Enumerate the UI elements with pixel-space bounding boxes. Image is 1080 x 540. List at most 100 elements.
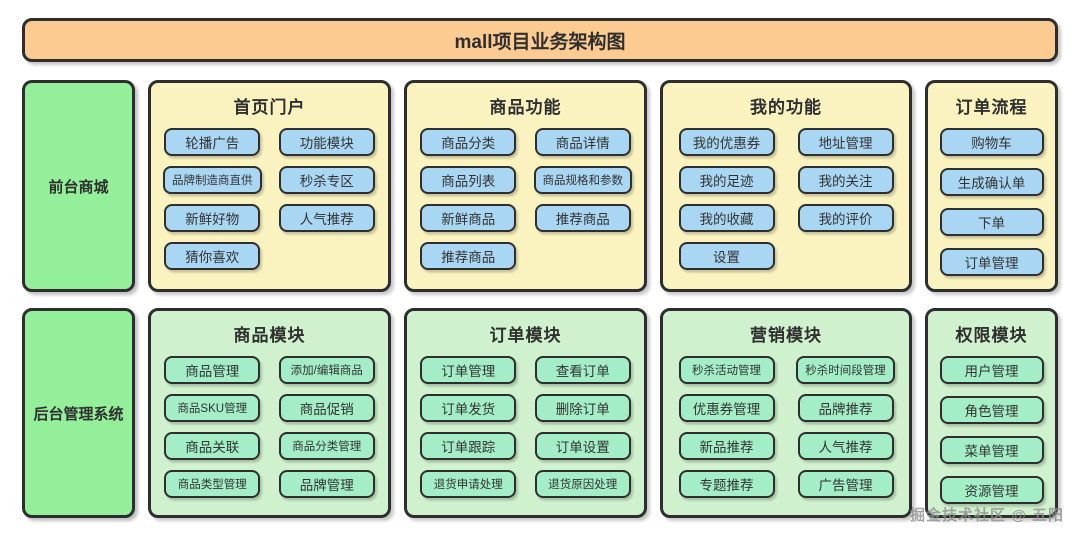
diagram-node: 生成确认单 [939,168,1044,196]
diagram-node: 商品规格和参数 [533,166,632,194]
diagram-title-banner: mall项目业务架构图 [22,18,1058,62]
diagram-node: 秒杀时间段管理 [796,356,895,384]
diagram-node: 退货原因处理 [534,470,631,498]
node-column: 商品分类商品列表新鲜商品推荐商品 [418,128,519,270]
diagram-node: 商品分类管理 [278,432,375,460]
diagram-node: 退货申请处理 [420,470,517,498]
diagram-node: 商品列表 [420,166,517,194]
diagram-node: 菜单管理 [939,436,1044,464]
diagram-node: 删除订单 [534,394,631,422]
diagram-node: 轮播广告 [164,128,261,156]
section: 商品功能商品分类商品列表新鲜商品推荐商品商品详情商品规格和参数推荐商品 [404,80,647,292]
diagram-node: 广告管理 [797,470,894,498]
diagram-node: 查看订单 [534,356,631,384]
diagram-node: 秒杀活动管理 [678,356,775,384]
diagram-node: 商品分类 [420,128,517,156]
section-title: 订单流程 [955,98,1028,117]
section-columns: 我的优惠券我的足迹我的收藏设置地址管理我的关注我的评价 [674,128,898,270]
section-title: 订单模块 [489,326,562,345]
diagram-node: 品牌管理 [278,470,375,498]
diagram-node: 添加/编辑商品 [278,356,375,384]
diagram-node: 下单 [939,208,1044,236]
diagram-node: 人气推荐 [797,432,894,460]
node-column: 秒杀时间段管理品牌推荐人气推荐广告管理 [793,356,898,498]
diagram-node: 我的评价 [797,204,894,232]
section-title: 商品功能 [489,98,562,117]
back-sections: 商品模块商品管理商品SKU管理商品关联商品类型管理添加/编辑商品商品促销商品分类… [148,308,1058,518]
diagram-title: mall项目业务架构图 [454,31,626,53]
node-column: 商品详情商品规格和参数推荐商品 [533,128,634,270]
diagram-node: 商品SKU管理 [164,394,261,422]
back-row: 后台管理系统 商品模块商品管理商品SKU管理商品关联商品类型管理添加/编辑商品商… [22,308,1058,518]
diagram-node: 商品详情 [534,128,631,156]
diagram-node: 人气推荐 [278,204,375,232]
section-title: 首页门户 [233,98,306,117]
diagram-node: 商品管理 [164,356,261,384]
node-column: 轮播广告品牌制造商直供新鲜好物猜你喜欢 [162,128,263,270]
row-label-text: 前台商城 [48,178,109,196]
section-columns: 秒杀活动管理优惠券管理新品推荐专题推荐秒杀时间段管理品牌推荐人气推荐广告管理 [674,356,898,498]
section: 订单流程购物车生成确认单下单订单管理 [925,80,1058,292]
node-column: 地址管理我的关注我的评价 [793,128,898,270]
diagram-node: 订单管理 [420,356,517,384]
diagram-node: 商品促销 [278,394,375,422]
front-row: 前台商城 首页门户轮播广告品牌制造商直供新鲜好物猜你喜欢功能模块秒杀专区人气推荐… [22,80,1058,292]
diagram-node: 地址管理 [797,128,894,156]
section-title: 我的功能 [750,98,822,117]
section: 订单模块订单管理订单发货订单跟踪退货申请处理查看订单删除订单订单设置退货原因处理 [404,308,647,518]
node-column: 秒杀活动管理优惠券管理新品推荐专题推荐 [674,356,779,498]
section-columns: 商品管理商品SKU管理商品关联商品类型管理添加/编辑商品商品促销商品分类管理品牌… [162,356,377,498]
section-title: 权限模块 [955,326,1028,345]
diagram-node: 推荐商品 [420,242,517,270]
node-column: 用户管理角色管理菜单管理资源管理 [939,356,1044,504]
diagram-node: 我的足迹 [678,166,775,194]
row-label-text: 后台管理系统 [33,405,124,423]
diagram-node: 新鲜好物 [164,204,261,232]
diagram-node: 商品类型管理 [164,470,261,498]
diagram-node: 品牌推荐 [797,394,894,422]
node-column: 购物车生成确认单下单订单管理 [939,128,1044,276]
row-label-back: 后台管理系统 [22,308,135,518]
diagram-node: 猜你喜欢 [164,242,261,270]
diagram-node: 资源管理 [939,476,1044,504]
diagram-node: 订单跟踪 [420,432,517,460]
diagram-node: 订单发货 [420,394,517,422]
section: 权限模块用户管理角色管理菜单管理资源管理 [925,308,1058,518]
node-column: 添加/编辑商品商品促销商品分类管理品牌管理 [277,356,378,498]
diagram-node: 购物车 [939,128,1044,156]
front-sections: 首页门户轮播广告品牌制造商直供新鲜好物猜你喜欢功能模块秒杀专区人气推荐商品功能商… [148,80,1058,292]
node-column: 订单管理订单发货订单跟踪退货申请处理 [418,356,519,498]
diagram-node: 新品推荐 [678,432,775,460]
section-columns: 购物车生成确认单下单订单管理 [939,128,1044,276]
diagram-node: 新鲜商品 [420,204,517,232]
diagram-node: 推荐商品 [534,204,631,232]
node-column: 我的优惠券我的足迹我的收藏设置 [674,128,779,270]
section: 营销模块秒杀活动管理优惠券管理新品推荐专题推荐秒杀时间段管理品牌推荐人气推荐广告… [660,308,912,518]
row-label-front: 前台商城 [22,80,135,292]
diagram-node: 我的优惠券 [678,128,775,156]
diagram-node: 品牌制造商直供 [163,166,262,194]
section-title: 营销模块 [750,326,822,345]
diagram-node: 角色管理 [939,396,1044,424]
section: 首页门户轮播广告品牌制造商直供新鲜好物猜你喜欢功能模块秒杀专区人气推荐 [148,80,391,292]
diagram-node: 订单设置 [534,432,631,460]
diagram-node: 功能模块 [278,128,375,156]
section-title: 商品模块 [233,326,306,345]
section-columns: 轮播广告品牌制造商直供新鲜好物猜你喜欢功能模块秒杀专区人气推荐 [162,128,377,270]
diagram-node: 专题推荐 [678,470,775,498]
node-column: 功能模块秒杀专区人气推荐 [277,128,378,270]
section: 我的功能我的优惠券我的足迹我的收藏设置地址管理我的关注我的评价 [660,80,912,292]
diagram-node: 我的关注 [797,166,894,194]
diagram-node: 商品关联 [164,432,261,460]
section-columns: 商品分类商品列表新鲜商品推荐商品商品详情商品规格和参数推荐商品 [418,128,633,270]
diagram-node: 用户管理 [939,356,1044,384]
section: 商品模块商品管理商品SKU管理商品关联商品类型管理添加/编辑商品商品促销商品分类… [148,308,391,518]
watermark-text: 掘金技术社区 @ 五阳 [910,507,1064,524]
node-column: 商品管理商品SKU管理商品关联商品类型管理 [162,356,263,498]
section-columns: 用户管理角色管理菜单管理资源管理 [939,356,1044,504]
diagram-node: 优惠券管理 [678,394,775,422]
node-column: 查看订单删除订单订单设置退货原因处理 [533,356,634,498]
diagram-node: 秒杀专区 [278,166,375,194]
diagram-node: 设置 [678,242,775,270]
